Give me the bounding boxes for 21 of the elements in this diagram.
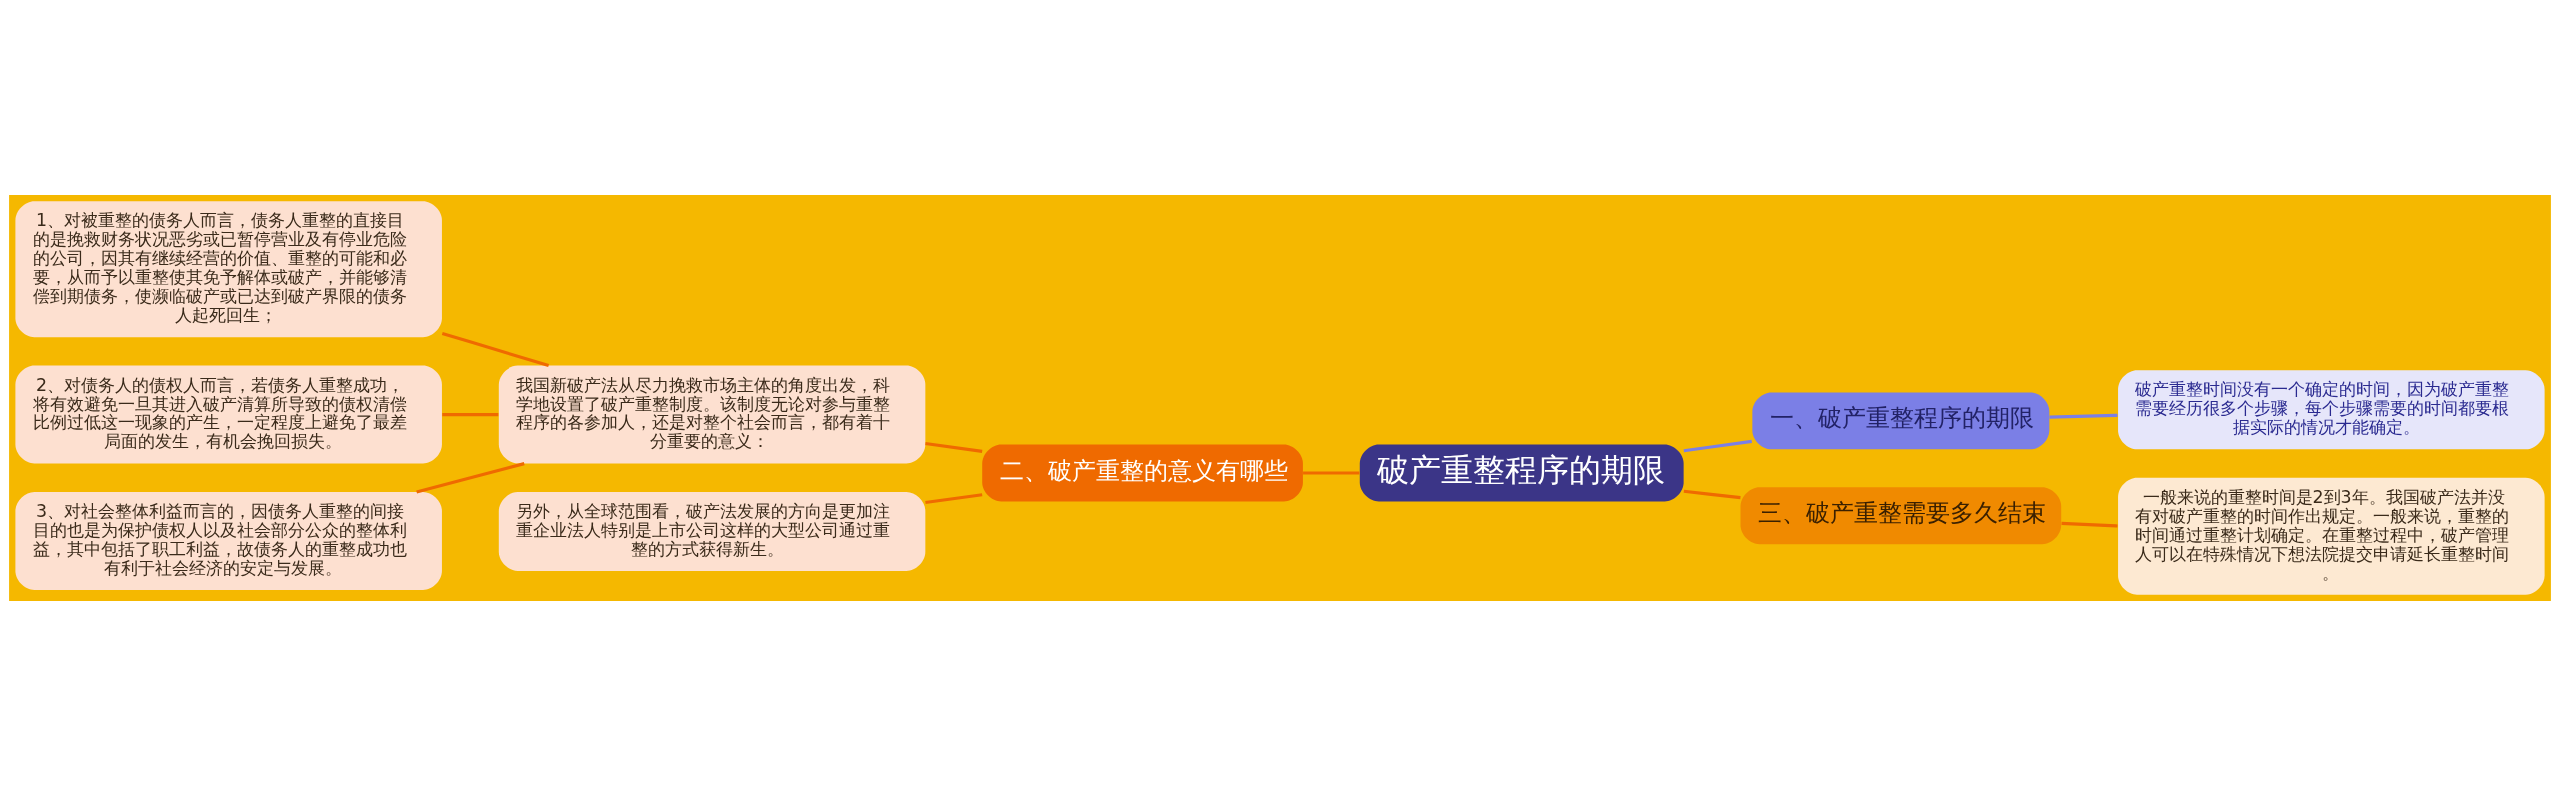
node-box: 三、破产重整需要多久结束 bbox=[1740, 487, 2062, 545]
connector bbox=[1303, 471, 1360, 475]
node-box: 破产重整程序的期限 bbox=[1359, 444, 1684, 502]
node-box: 一、破产重整程序的期限 bbox=[1752, 392, 2050, 450]
node-box: 一般来说的重整时间是2到3年。我国破产法并没有对破产重整的时间作出规定。一般来说，重整的时间通过重整计划确定。在重整过程中，破产管理人可以在特殊情况下想法院提交申请延长重整时间。 bbox=[2118, 477, 2545, 595]
node-box: 1、对被重整的债务人而言，债务人重整的直接目的是挽救财务状况恶劣或已暂停营业及有停业危险的公司，因其有继续经营的价值、重整的可能和必要，从而予以重整使其免予解体或破产，并能够清偿到期债务，使濒临破产或已达到破产界限的债务人起死回生； bbox=[15, 201, 442, 338]
node-box: 破产重整时间没有一个确定的时间，因为破产重整需要经历很多个步骤，每个步骤需要的时间都要根据实际的情况才能确定。 bbox=[2118, 370, 2545, 450]
connector bbox=[925, 442, 983, 453]
connector bbox=[416, 462, 525, 494]
node-box: 另外，从全球范围看，破产法发展的方向是更加注重企业法人特别是上市公司这样的大型公司通过重整的方式获得新生。 bbox=[498, 492, 926, 571]
connector bbox=[442, 413, 499, 417]
connector bbox=[925, 493, 983, 505]
node-box: 2、对债务人的债权人而言，若债务人重整成功，将有效避免一旦其进入破产清算所导致的债权清偿比例过低这一现象的产生，一定程度上避免了最差局面的发生，有机会挽回损失。 bbox=[15, 365, 442, 464]
connector bbox=[2049, 413, 2118, 419]
node-box: 二、破产重整的意义有哪些 bbox=[982, 444, 1303, 502]
connector bbox=[1683, 489, 1741, 500]
connector bbox=[1683, 439, 1752, 453]
connector bbox=[441, 331, 550, 368]
connector bbox=[2061, 521, 2118, 528]
node-box: 3、对社会整体利益而言的，因债务人重整的间接目的也是为保护债权人以及社会部分公众的整体利益，其中包括了职工利益，故债务人的重整成功也有利于社会经济的安定与发展。 bbox=[15, 492, 442, 590]
node-box: 我国新破产法从尽力挽救市场主体的角度出发，科学地设置了破产重整制度。该制度无论对参与重整程序的各参加人，还是对整个社会而言，都有着十分重要的意义： bbox=[498, 365, 926, 464]
